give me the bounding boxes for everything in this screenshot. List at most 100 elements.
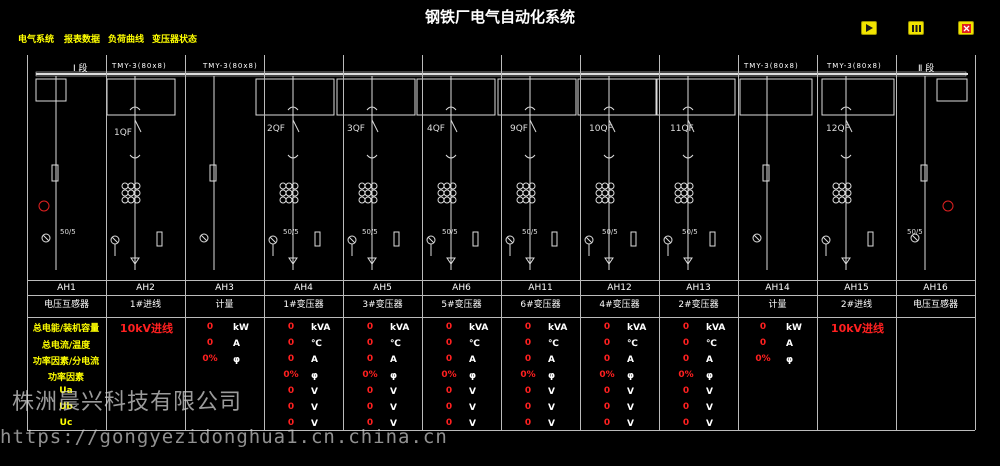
transformer-unit: kVA xyxy=(706,323,726,333)
panel-code: AH16 xyxy=(923,283,948,293)
panel-name: 计量 xyxy=(768,300,787,310)
transformer-value: 0 xyxy=(445,402,453,412)
panel-divider xyxy=(264,55,265,430)
panel-code: AH6 xyxy=(452,283,471,293)
row-label-current-temp: 总电流/温度 xyxy=(41,341,91,351)
transformer-value: 0 xyxy=(366,386,374,396)
transformer-value: 0 xyxy=(445,386,453,396)
transformer-value: 0% xyxy=(520,370,536,380)
transformer-value: 0 xyxy=(445,418,453,428)
meter-value: 0 xyxy=(206,338,214,348)
ct-label: 50/5 xyxy=(682,228,698,236)
nav-report-data[interactable]: 报表数据 xyxy=(64,35,101,45)
transformer-unit: φ xyxy=(311,371,319,381)
panel-divider xyxy=(106,55,107,430)
panel-name: 3#变压器 xyxy=(362,300,403,310)
transformer-unit: ℃ xyxy=(390,339,401,349)
bus-label-right: Ⅱ 段 xyxy=(918,64,935,74)
transformer-unit: V xyxy=(311,403,318,413)
transformer-value: 0% xyxy=(599,370,615,380)
transformer-unit: kVA xyxy=(390,323,410,333)
page-title: 钢铁厂电气自动化系统 xyxy=(424,8,575,26)
ct-label: 50/5 xyxy=(907,228,923,236)
transformer-unit: ℃ xyxy=(548,339,559,349)
meter-unit: kW xyxy=(786,323,802,333)
transformer-value: 0 xyxy=(603,322,611,332)
meter-unit: A xyxy=(233,339,240,349)
breaker-label: 10QF xyxy=(589,124,613,134)
panel-code: AH12 xyxy=(607,283,632,293)
transformer-unit: V xyxy=(627,403,634,413)
transformer-unit: V xyxy=(548,387,555,397)
transformer-value: 0 xyxy=(603,354,611,364)
play-button[interactable] xyxy=(861,21,877,35)
transformer-value: 0 xyxy=(366,354,374,364)
close-button[interactable] xyxy=(958,21,974,35)
meter-unit: φ xyxy=(786,355,794,365)
incoming-ah15: 10kV进线 xyxy=(830,322,885,335)
panel-code: AH4 xyxy=(294,283,313,293)
transformer-unit: A xyxy=(469,355,476,365)
panel-name: 电压互感器 xyxy=(912,300,958,310)
row-label-pf-subcurrent: 功率因素/分电流 xyxy=(32,357,100,367)
panel-code: AH14 xyxy=(765,283,790,293)
transformer-unit: V xyxy=(390,403,397,413)
meter-value: 0 xyxy=(759,338,767,348)
transformer-unit: V xyxy=(390,387,397,397)
breaker-label: 3QF xyxy=(347,124,365,134)
breaker-label: 12QF xyxy=(826,124,850,134)
ct-label: 50/5 xyxy=(602,228,618,236)
row-label-total-energy: 总电能/装机容量 xyxy=(32,324,100,334)
transformer-unit: φ xyxy=(627,371,635,381)
meter-value: 0% xyxy=(755,354,771,364)
panel-name: 2#变压器 xyxy=(678,300,719,310)
transformer-unit: ℃ xyxy=(627,339,638,349)
transformer-value: 0 xyxy=(524,402,532,412)
nav-electrical-system[interactable]: 电气系统 xyxy=(18,35,55,45)
pause-button[interactable] xyxy=(908,21,924,35)
transformer-value: 0 xyxy=(287,402,295,412)
transformer-value: 0 xyxy=(287,418,295,428)
panel-code: AH2 xyxy=(136,283,155,293)
panel-divider xyxy=(343,55,344,430)
breaker-label: 1QF xyxy=(114,128,132,138)
transformer-unit: V xyxy=(469,403,476,413)
watermark-url: https://gongyezidonghua1.cn.china.cn xyxy=(0,426,448,448)
transformer-unit: A xyxy=(311,355,318,365)
ct-label: 50/5 xyxy=(442,228,458,236)
incoming-ah2: 10kV进线 xyxy=(119,322,174,335)
transformer-value: 0 xyxy=(445,338,453,348)
transformer-unit: A xyxy=(627,355,634,365)
transformer-value: 0 xyxy=(682,338,690,348)
transformer-value: 0% xyxy=(441,370,457,380)
transformer-unit: kVA xyxy=(627,323,647,333)
panel-divider xyxy=(27,55,28,430)
panel-divider xyxy=(975,55,976,430)
play-icon xyxy=(866,24,873,32)
watermark-company: 株洲晨兴科技有限公司 xyxy=(12,390,243,415)
transformer-unit: A xyxy=(390,355,397,365)
panel-name: 6#变压器 xyxy=(520,300,561,310)
nav-load-curve[interactable]: 负荷曲线 xyxy=(108,35,145,45)
transformer-unit: V xyxy=(627,387,634,397)
transformer-unit: φ xyxy=(469,371,477,381)
breaker-label: 2QF xyxy=(267,124,285,134)
panel-code: AH3 xyxy=(215,283,234,293)
panel-divider xyxy=(580,55,581,430)
transformer-unit: V xyxy=(469,387,476,397)
transformer-unit: V xyxy=(706,387,713,397)
transformer-value: 0% xyxy=(362,370,378,380)
meter-value: 0 xyxy=(206,322,214,332)
grid-line xyxy=(27,430,975,431)
panel-name: 1#变压器 xyxy=(283,300,324,310)
row-label-ub: Ub xyxy=(59,402,73,412)
transformer-value: 0 xyxy=(524,322,532,332)
nav-transformer-status[interactable]: 变压器状态 xyxy=(152,35,198,45)
transformer-unit: ℃ xyxy=(706,339,717,349)
transformer-value: 0 xyxy=(603,402,611,412)
breaker-label: 4QF xyxy=(427,124,445,134)
ct-label: 50/5 xyxy=(283,228,299,236)
panel-divider xyxy=(659,55,660,430)
transformer-value: 0 xyxy=(287,338,295,348)
transformer-unit: V xyxy=(311,419,318,429)
